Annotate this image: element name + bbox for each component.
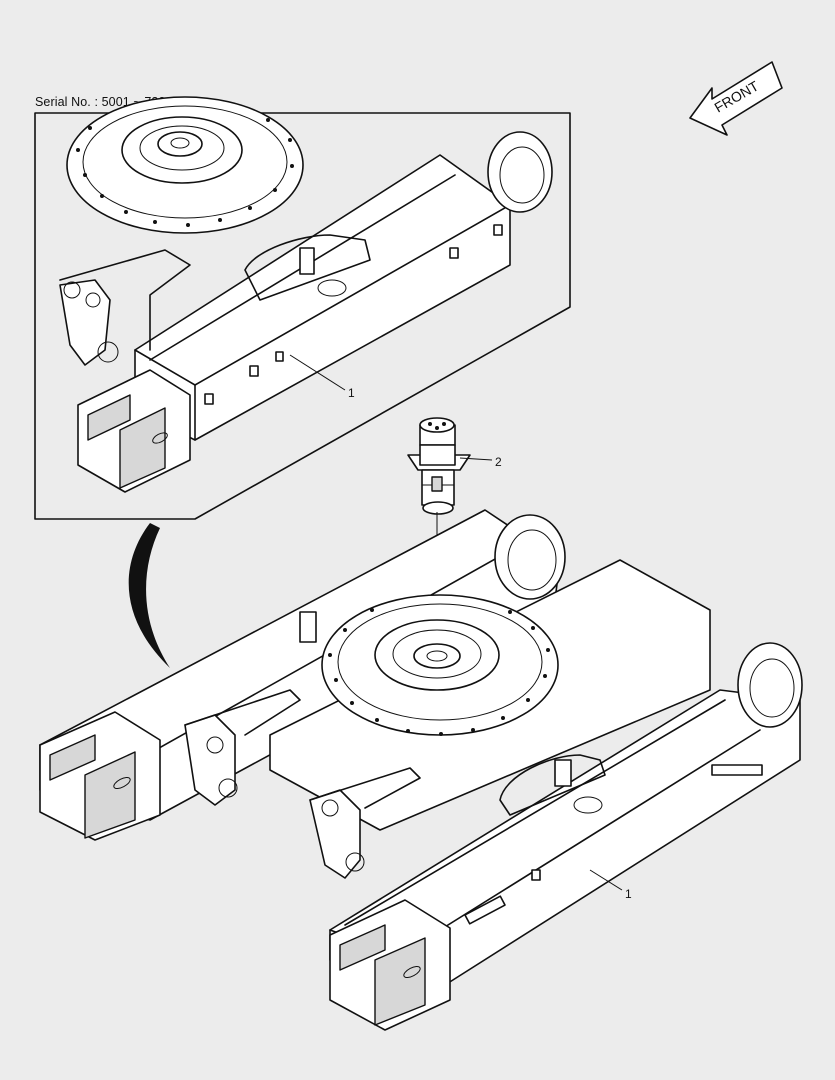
callout-part-1-detail: 1	[348, 386, 355, 400]
callout-part-2: 2	[495, 455, 502, 469]
inset-lower-frame	[59, 96, 553, 493]
callout-part-1-main: 1	[625, 887, 632, 901]
inset-leader-arc	[128, 523, 170, 668]
front-arrow-icon: FRONT	[689, 61, 783, 136]
inset-ring-bolts	[76, 118, 294, 227]
main-ring-bolts	[328, 608, 550, 736]
detail-inset-frame	[34, 112, 571, 520]
main-lower-frame	[39, 509, 803, 1031]
swivel-joint	[407, 417, 493, 655]
